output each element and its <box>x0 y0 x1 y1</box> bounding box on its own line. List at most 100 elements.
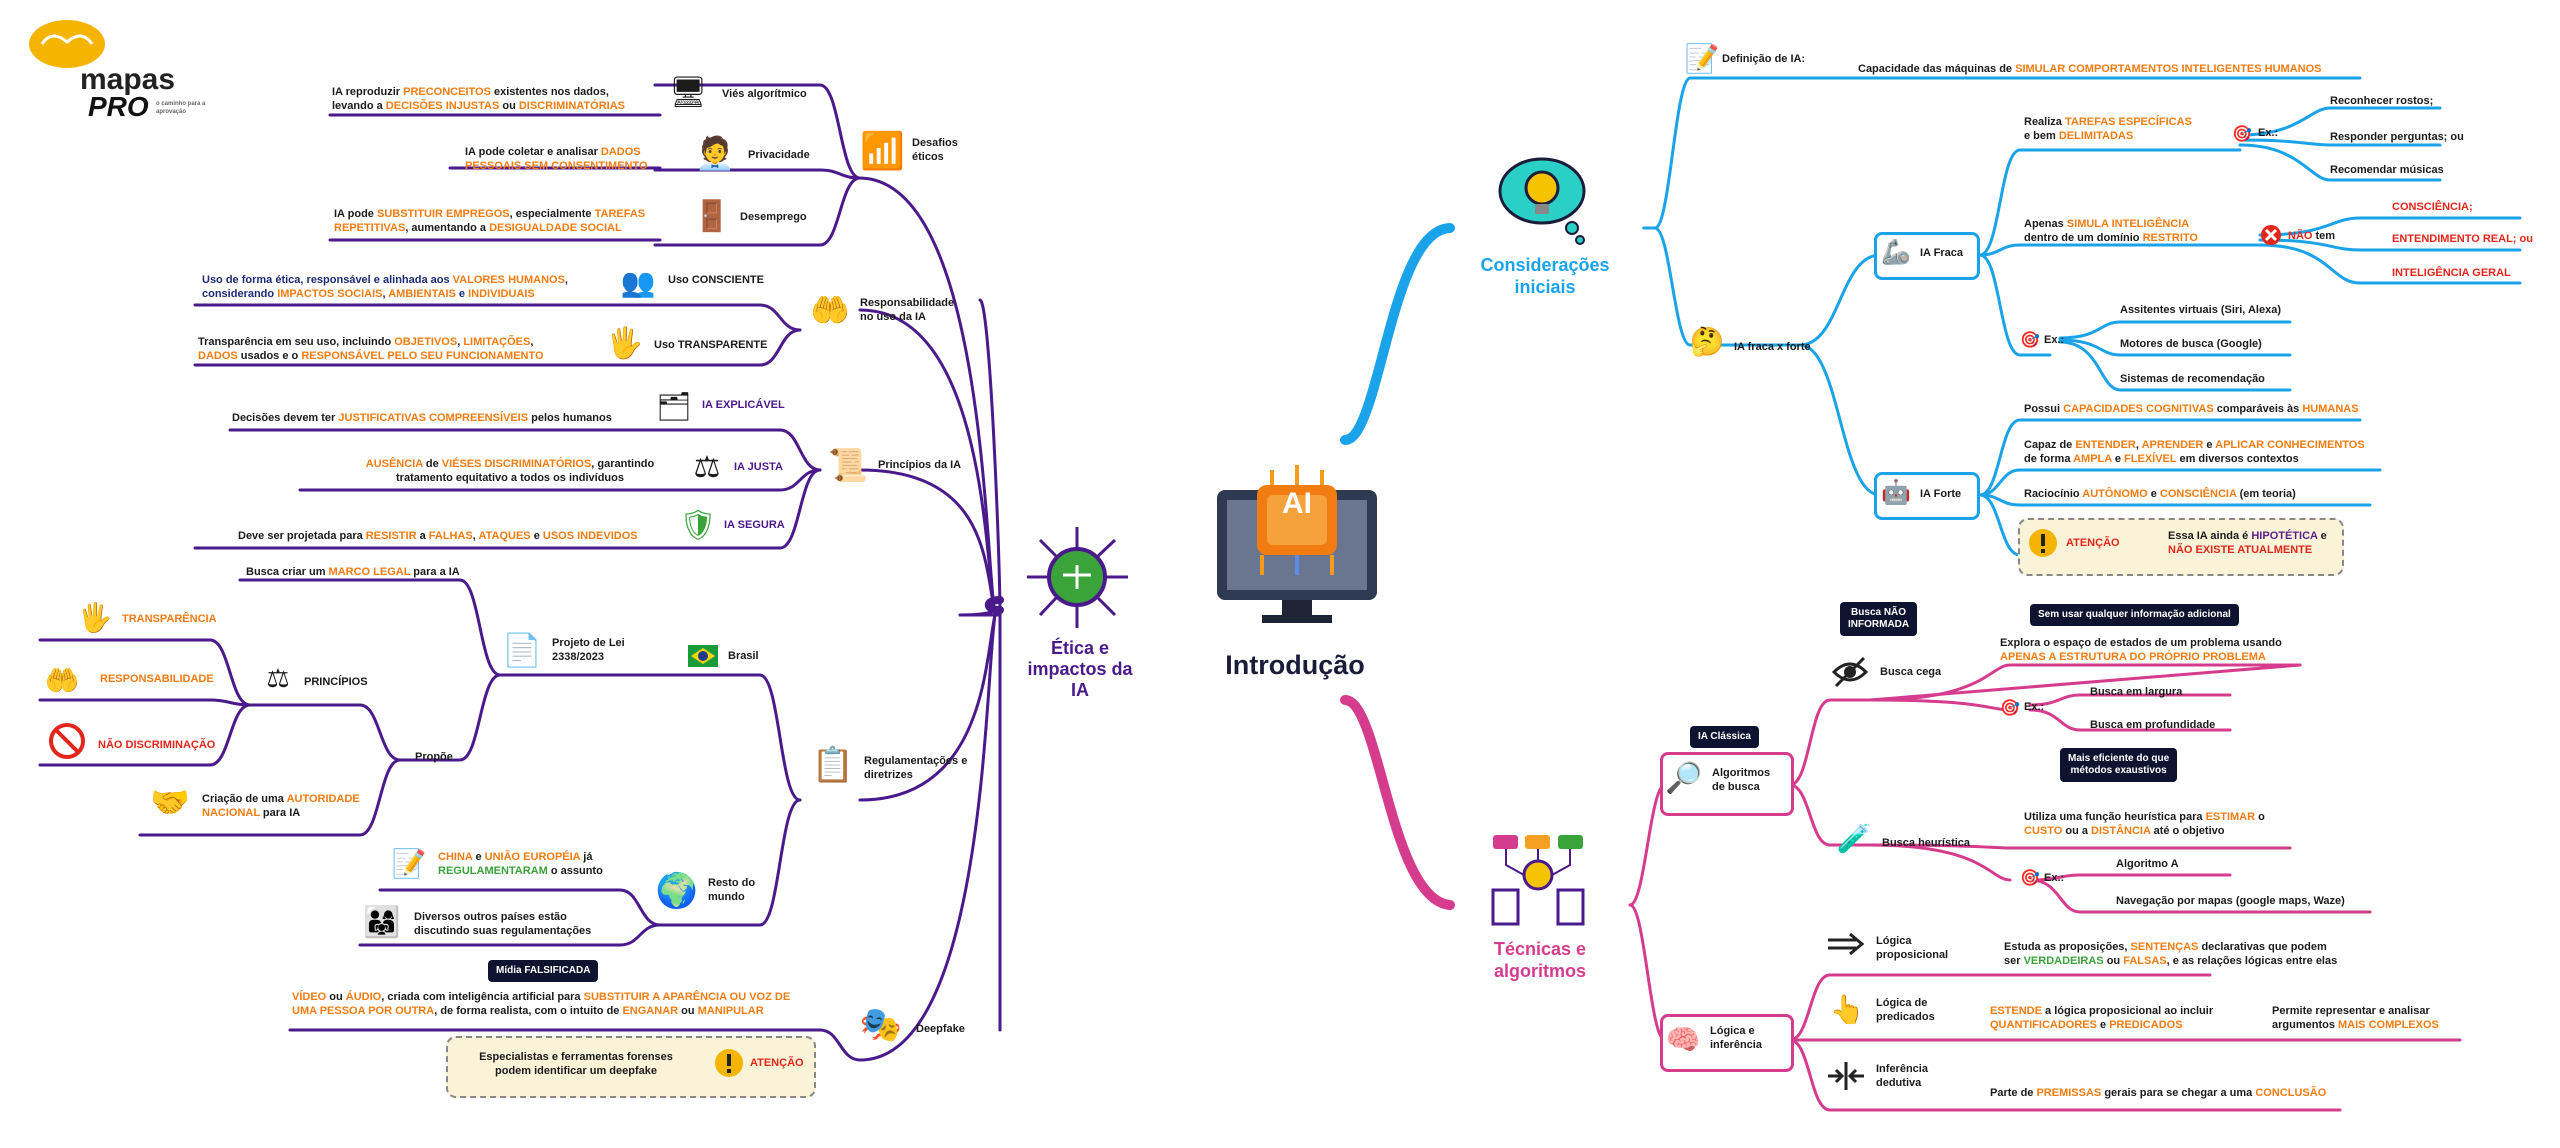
outros-text-1: Diversos outros países estão <box>414 911 567 923</box>
ai-question-icon: 🤔 <box>1689 325 1725 357</box>
desemp-label: Desemprego <box>740 211 807 223</box>
principles-scale-icon: ⚖ <box>266 662 290 693</box>
china-text-1: CHINA e UNIÃO EUROPÉIA já <box>438 851 593 863</box>
forte-warn-2: NÃO EXISTE ATUALMENTE <box>2168 544 2313 556</box>
ia-fraca-box <box>1874 232 1980 280</box>
prop-text-1: Estuda as proposições, SENTENÇAS declara… <box>2004 941 2327 953</box>
logo-line2: PRO <box>88 91 149 122</box>
forte-text-1: Possui CAPACIDADES COGNITIVAS comparávei… <box>2024 403 2359 415</box>
vies-label: Viés algorítmico <box>722 88 807 100</box>
pred-label: Lógica de predicados <box>1876 997 1935 1023</box>
desemp-text-2: REPETITIVAS, aumentando a DESIGUALDADE S… <box>334 222 622 234</box>
pl-label: Projeto de Lei 2338/2023 <box>552 637 625 663</box>
pointing-hand-icon: 👆 <box>1829 993 1865 1025</box>
forte-atencao: ATENÇÃO <box>2066 537 2120 549</box>
pred-text-1: ESTENDE a lógica proposicional ao inclui… <box>1990 1005 2214 1017</box>
def-text: Capacidade das máquinas de SIMULAR COMPO… <box>1858 63 2322 75</box>
cega-ex: Ex.: <box>2024 701 2045 713</box>
china-text-2: REGULAMENTARAM o assunto <box>438 865 603 877</box>
justa-label: IA JUSTA <box>734 461 783 473</box>
globe-icon: 🌍 <box>655 872 699 910</box>
pred-u-2: argumentos MAIS COMPLEXOS <box>2272 1019 2439 1031</box>
privacy-person-icon: 🧑‍💼 <box>695 135 735 171</box>
consc-text-2: considerando IMPACTOS SOCIAIS, AMBIENTAI… <box>202 288 535 300</box>
fraca-forte-label: IA fraca x forte <box>1734 341 1811 353</box>
tec-title: Técnicas e algoritmos <box>1493 939 1587 981</box>
heur-e2: Navegação por mapas (google maps, Waze) <box>2116 895 2345 907</box>
hands-gear-icon: 🤲 <box>810 292 850 328</box>
fraca-n3: INTELIGÊNCIA GERAL <box>2392 267 2511 279</box>
logica-label: Lógica e inferência <box>1710 1025 1762 1051</box>
vies-text-1: IA reproduzir PRECONCEITOS existentes no… <box>332 86 609 98</box>
regulation-doc-icon: 📝 <box>391 847 427 879</box>
justa-text-2: tratamento equitativo a todos os indivíd… <box>396 472 624 484</box>
principios-label: PRINCÍPIOS <box>304 676 368 688</box>
fraca-a3: Sistemas de recomendação <box>2120 373 2265 385</box>
vies-text-2: levando a DECISÕES INJUSTAS ou DISCRIMIN… <box>332 100 625 112</box>
fraca-s-2: dentro de um domínio RESTRITO <box>2024 232 2198 244</box>
forte-c-1: Capaz de ENTENDER, APRENDER e APLICAR CO… <box>2024 439 2365 451</box>
cega-badge-2: Sem usar qualquer informação adicional <box>2030 604 2239 626</box>
consc-text-1: Uso de forma ética, responsável e alinha… <box>202 274 568 286</box>
search-screen-icon: 🔎 <box>1665 761 1703 795</box>
nao-tem: NÃO tem <box>2288 230 2336 242</box>
target-icon-4: 🎯 <box>2020 870 2040 887</box>
law-document-icon: 📄 <box>502 632 542 668</box>
countries-discussion-icon: 👨‍👩‍👧 <box>363 905 401 939</box>
brain-head-icon: 🧠 <box>1665 1023 1701 1055</box>
ai-monitor-icon <box>1212 460 1382 630</box>
no-discrimination-icon <box>48 722 86 760</box>
marco-text: Busca criar um MARCO LEGAL para a IA <box>246 566 460 578</box>
princ-label: Princípios da IA <box>878 459 962 471</box>
cega-text-2: APENAS A ESTRUTURA DO PRÓPRIO PROBLEMA <box>2000 651 2266 663</box>
propoe-label: Propõe <box>415 751 453 763</box>
robot-arm-icon: 🦾 <box>1881 238 1911 266</box>
document-shield-icon: 📋 <box>811 746 855 784</box>
converge-arrows-icon <box>1826 1058 1866 1094</box>
fraca-ex: Ex.: <box>2258 127 2279 139</box>
seg-label: IA SEGURA <box>724 519 785 531</box>
pred-u-1: Permite representar e analisar <box>2272 1005 2430 1017</box>
stairs-icon: 📶 <box>860 129 905 171</box>
brain-robot-icon: 🤖 <box>1881 478 1911 506</box>
ethics-network-icon <box>1025 525 1130 630</box>
logica-box <box>1660 1014 1794 1072</box>
techniques-diagram-icon <box>1488 830 1588 930</box>
deep-badge: Mídia FALSIFICADA <box>488 960 599 982</box>
pred-text-2: QUANTIFICADORES e PREDICADOS <box>1990 1019 2183 1031</box>
classica-badge: IA Clássica <box>1690 726 1759 748</box>
exit-door-icon: 🚪 <box>693 199 731 233</box>
p3-label: NÃO DISCRIMINAÇÃO <box>98 739 216 751</box>
expl-label: IA EXPLICÁVEL <box>702 399 785 411</box>
logo-tagline: o caminho para a aprovação <box>156 101 206 115</box>
fraca-e1: Reconhecer rostos; <box>2330 95 2434 107</box>
outros-text-2: discutindo suas regulamentações <box>414 925 592 937</box>
ded-text: Parte de PREMISSAS gerais para se chegar… <box>1990 1087 2327 1099</box>
explainable-icon: 🗂 <box>656 390 692 422</box>
target-icon: 🎯 <box>2232 126 2252 143</box>
fraca-a2: Motores de busca (Google) <box>2120 338 2262 350</box>
forte-r: Raciocínio AUTÔNOMO e CONSCIÊNCIA (em te… <box>2024 488 2296 500</box>
deep-warn-2: podem identificar um deepfake <box>495 1065 657 1077</box>
forte-warn-1: Essa IA ainda é HIPOTÉTICA e <box>2168 530 2327 542</box>
cega-e2: Busca em profundidade <box>2090 719 2216 731</box>
center-chip-label: AI <box>1282 487 1312 520</box>
ethics-title: Ética e impactos da IA <box>1027 638 1133 700</box>
target-icon-2: 🎯 <box>2020 332 2040 349</box>
cega-label: Busca cega <box>1880 666 1942 678</box>
brasil-label: Brasil <box>728 650 759 662</box>
forte-warning-box <box>2018 518 2344 576</box>
def-label: Definição de IA: <box>1722 53 1806 65</box>
priv-text-1: IA pode coletar e analisar DADOS <box>465 146 641 158</box>
transparency-hand-icon: 🖐 <box>77 601 113 633</box>
cons-title: Considerações iniciais <box>1480 255 1610 297</box>
definition-pencil-icon: 📝 <box>1684 42 1720 74</box>
aut-text-1: Criação de uma AUTORIDADE <box>202 793 360 805</box>
heur-e1: Algoritmo A <box>2116 858 2179 870</box>
deep-atencao: ATENÇÃO <box>750 1057 804 1069</box>
heur-text-2: CUSTO ou a DISTÂNCIA até o objetivo <box>2024 825 2225 837</box>
alg-busca-box <box>1660 752 1794 816</box>
